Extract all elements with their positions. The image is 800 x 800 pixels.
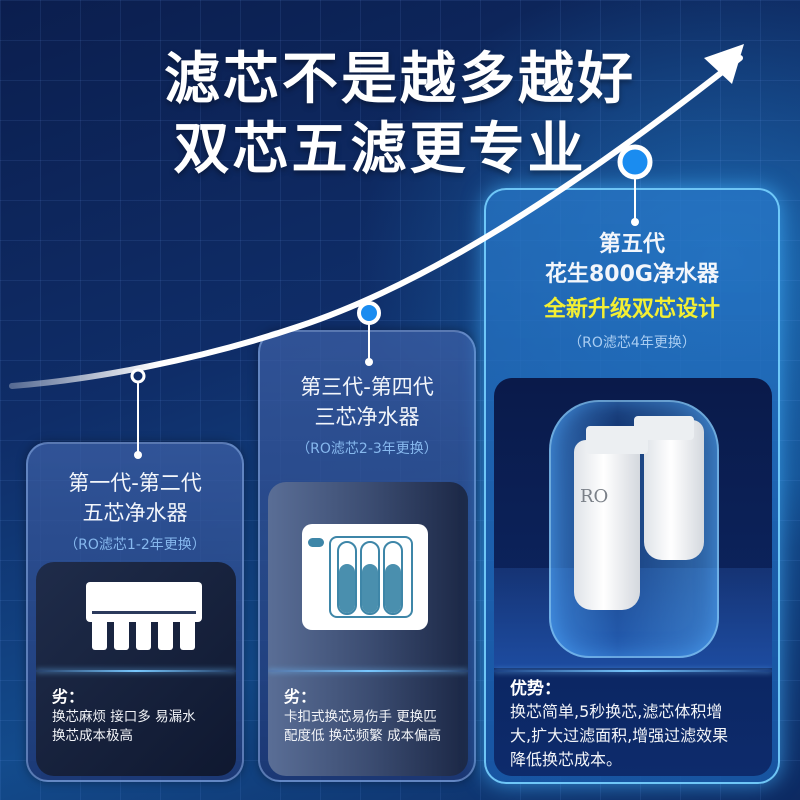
card-generation-3-4: 第三代-第四代 三芯净水器 （RO滤芯2-3年更换） 劣： 卡扣式换芯易伤手 更… bbox=[258, 330, 476, 782]
glow-divider bbox=[494, 670, 772, 672]
cons-label: 劣： bbox=[52, 687, 85, 706]
cons-label: 劣： bbox=[284, 687, 317, 706]
glow-divider bbox=[268, 670, 468, 672]
card-ro-life: （RO滤芯4年更换） bbox=[568, 335, 696, 351]
card-generation-1-2: 第一代-第二代 五芯净水器 （RO滤芯1-2年更换） 劣： 换芯麻烦 接口多 易… bbox=[26, 442, 244, 782]
card-ro-life: （RO滤芯2-3年更换） bbox=[296, 441, 438, 457]
card-highlight: 全新升级双芯设计 bbox=[543, 297, 720, 322]
card-detail-panel: 劣： 换芯麻烦 接口多 易漏水 换芯成本极高 bbox=[36, 562, 236, 776]
card-product-name: 三芯净水器 bbox=[314, 405, 420, 429]
card-generation-title: 第五代 bbox=[598, 232, 665, 257]
card-ro-life: （RO滤芯1-2年更换） bbox=[64, 537, 206, 553]
card-generation-title: 第一代-第二代 bbox=[68, 471, 202, 495]
headline-line-1: 滤芯不是越多越好 bbox=[164, 47, 636, 112]
timeline-node-1 bbox=[130, 368, 146, 384]
comb-filter-icon bbox=[86, 582, 202, 650]
card-detail-panel: 劣： 卡扣式换芯易伤手 更换匹 配度低 换芯频繁 成本偏高 bbox=[268, 482, 468, 776]
cons-line-2: 换芯成本极高 bbox=[52, 728, 133, 744]
timeline-node-2 bbox=[357, 301, 381, 325]
card-generation-5: 第五代 花生800G净水器 全新升级双芯设计 （RO滤芯4年更换） RO 优势：… bbox=[484, 188, 780, 784]
ro-label: RO bbox=[580, 486, 609, 507]
three-cartridge-icon bbox=[302, 524, 428, 630]
pros-line-2: 大,扩大过滤面积,增强过滤效果 bbox=[510, 726, 729, 745]
dual-cartridge-product-image: RO bbox=[494, 378, 772, 668]
card-product-name: 五芯净水器 bbox=[82, 501, 188, 525]
card-detail-panel: RO 优势： 换芯简单,5秒换芯,滤芯体积增 大,扩大过滤面积,增强过滤效果 降… bbox=[494, 378, 772, 776]
cons-line-1: 换芯麻烦 接口多 易漏水 bbox=[52, 709, 196, 725]
pros-label: 优势： bbox=[510, 679, 561, 699]
cons-line-1: 卡扣式换芯易伤手 更换匹 bbox=[284, 709, 437, 725]
card-generation-title: 第三代-第四代 bbox=[300, 375, 434, 399]
headline-line-2: 双芯五滤更专业 bbox=[173, 117, 587, 182]
glow-divider bbox=[36, 670, 236, 672]
pros-line-1: 换芯简单,5秒换芯,滤芯体积增 bbox=[510, 702, 723, 721]
card-product-name: 花生800G净水器 bbox=[545, 262, 719, 287]
pros-line-3: 降低换芯成本。 bbox=[510, 750, 623, 769]
cons-line-2: 配度低 换芯频繁 成本偏高 bbox=[284, 728, 442, 744]
